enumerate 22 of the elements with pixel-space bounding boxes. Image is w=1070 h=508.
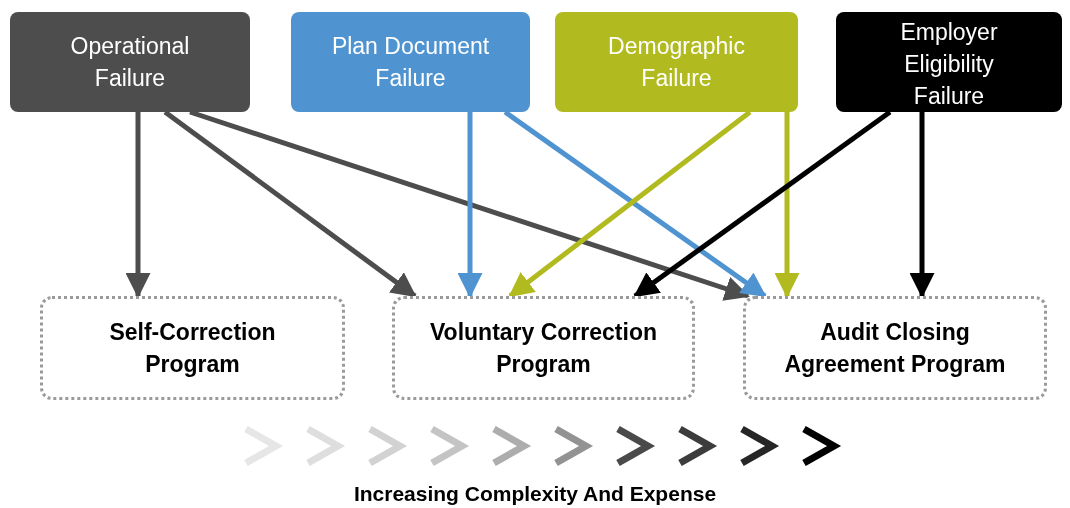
failure-box	[836, 12, 1062, 112]
failure-box	[555, 12, 798, 112]
node-label: Audit Closing Agreement Program	[783, 318, 1007, 379]
axis-caption: Increasing Complexity And Expense	[353, 482, 717, 505]
node-label: Self-Correction Program	[108, 318, 277, 379]
program-box	[743, 296, 1047, 400]
node-label: Voluntary Correction Program	[428, 318, 658, 379]
arrow	[189, 109, 750, 301]
failure-box	[10, 12, 250, 112]
failure-box	[291, 12, 530, 112]
arrow	[774, 112, 800, 298]
node-label: Operational Failure	[69, 32, 191, 93]
program-box	[392, 296, 695, 400]
arrow	[633, 109, 892, 299]
node-label: Employer Eligibility Failure	[899, 18, 999, 111]
arrow	[163, 110, 417, 298]
arrow	[909, 112, 935, 298]
arrow	[457, 112, 483, 298]
program-box	[40, 296, 345, 400]
arrow	[125, 112, 151, 298]
node-label: Demographic Failure	[607, 32, 746, 93]
node-label: Plan Document Failure	[331, 32, 490, 93]
